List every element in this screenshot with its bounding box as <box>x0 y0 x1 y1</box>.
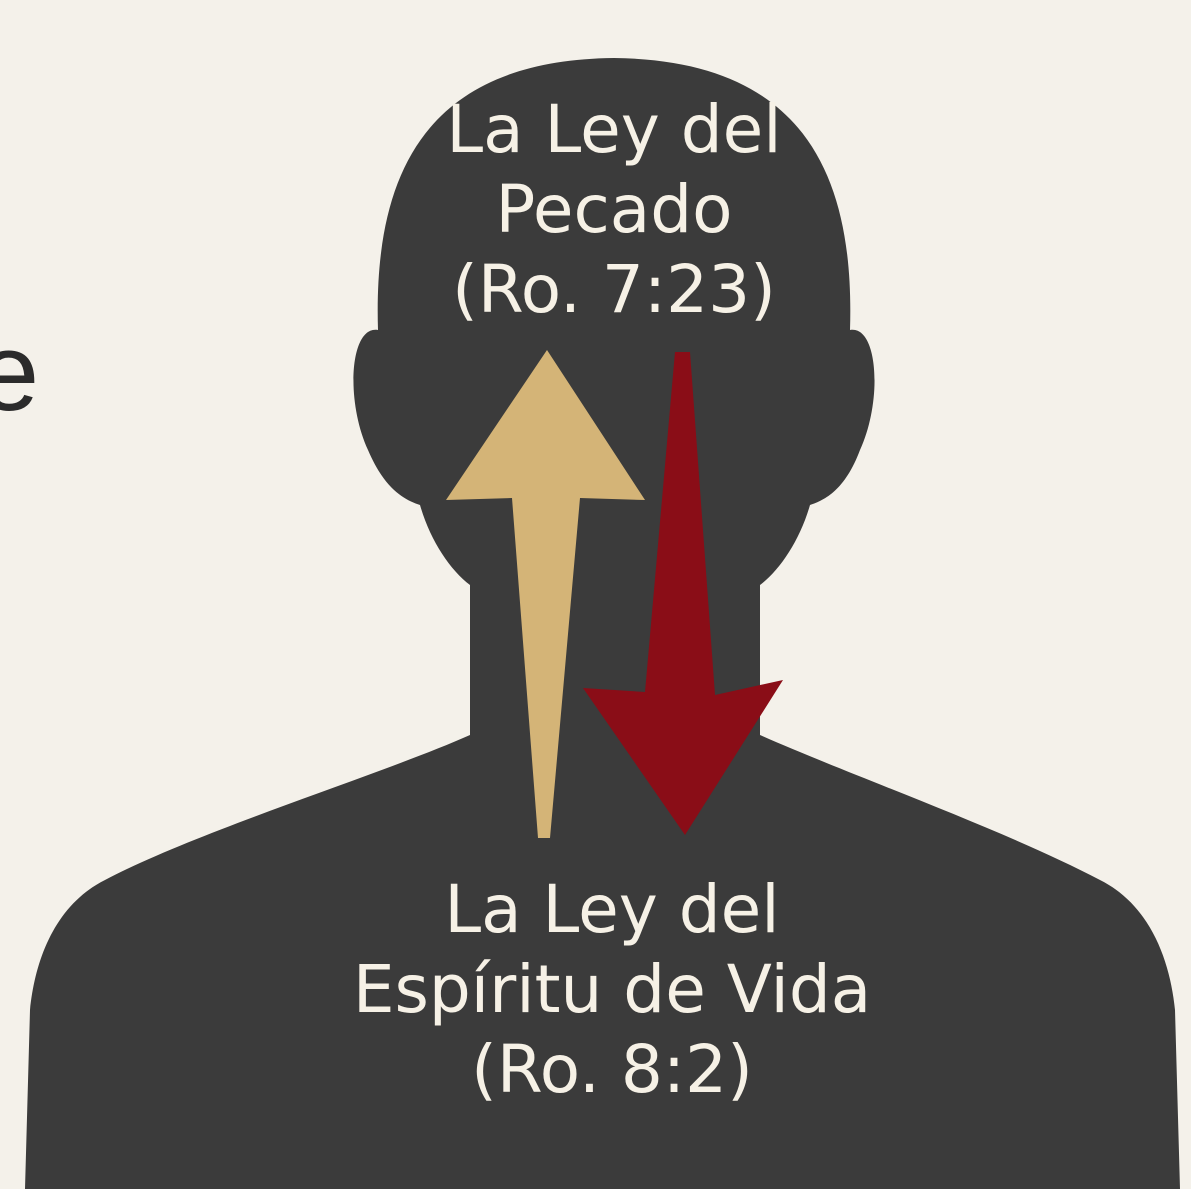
person-silhouette <box>25 58 1180 1189</box>
bottom-label: La Ley del Espíritu de Vida (Ro. 8:2) <box>312 870 912 1110</box>
cropped-side-text: e <box>0 311 40 434</box>
top-label-line-3: (Ro. 7:23) <box>452 251 776 328</box>
down-arrow-icon <box>583 352 783 835</box>
up-arrow-icon <box>446 350 645 838</box>
bottom-label-line-2: Espíritu de Vida <box>352 951 872 1028</box>
top-label-line-2: Pecado <box>495 171 733 248</box>
bottom-label-line-1: La Ley del <box>444 871 780 948</box>
top-label: La Ley del Pecado (Ro. 7:23) <box>414 90 814 330</box>
bottom-label-line-3: (Ro. 8:2) <box>471 1031 753 1108</box>
top-label-line-1: La Ley del <box>446 91 782 168</box>
